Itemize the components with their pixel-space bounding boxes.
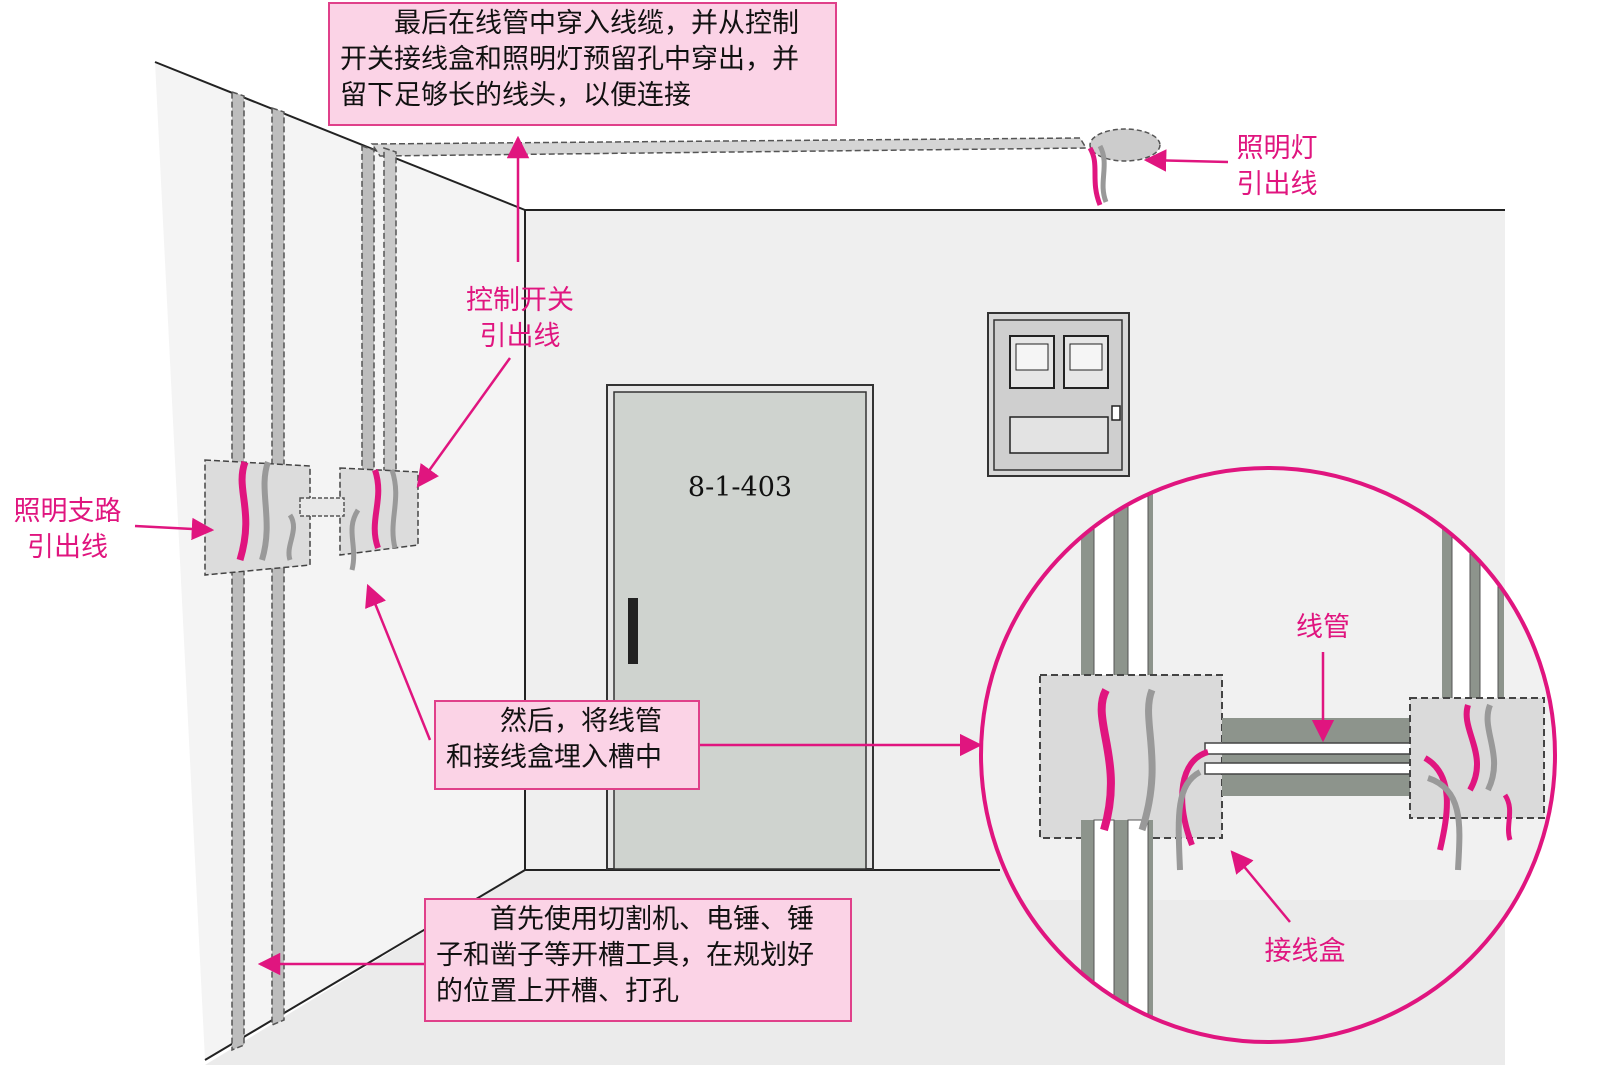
label-conduit: 线管 [1283, 610, 1363, 646]
note-middle-text: 然后，将线管和接线盒埋入槽中 [446, 706, 662, 773]
note-top-text: 最后在线管中穿入线缆，并从控制开关接线盒和照明灯预留孔中穿出，并留下足够长的线头… [340, 8, 799, 111]
distribution-box [987, 312, 1130, 477]
label-switch-lead-line2: 引出线 [479, 321, 561, 352]
label-light-lead-line1: 照明灯 [1236, 133, 1318, 164]
note-middle: 然后，将线管和接线盒埋入槽中 [434, 700, 700, 790]
wall-junction-box-right [339, 467, 419, 571]
label-conduit-text: 线管 [1296, 612, 1350, 643]
label-junction-box-text: 接线盒 [1264, 936, 1346, 967]
label-light-lead: 照明灯 引出线 [1222, 131, 1332, 203]
note-top: 最后在线管中穿入线缆，并从控制开关接线盒和照明灯预留孔中穿出，并留下足够长的线头… [328, 2, 837, 126]
ceiling-conduit [370, 128, 1161, 206]
label-branch-lead: 照明支路 引出线 [0, 494, 135, 566]
label-light-lead-line2: 引出线 [1236, 169, 1318, 200]
label-junction-box: 接线盒 [1250, 934, 1360, 970]
wall-junction-box-left [204, 459, 311, 576]
detail-magnifier [979, 466, 1557, 1044]
door [606, 384, 874, 870]
note-bottom: 首先使用切割机、电锤、锤子和凿子等开槽工具，在规划好的位置上开槽、打孔 [424, 898, 852, 1022]
note-bottom-text: 首先使用切割机、电锤、锤子和凿子等开槽工具，在规划好的位置上开槽、打孔 [436, 904, 814, 1007]
door-number: 8-1-403 [688, 472, 792, 503]
label-branch-lead-line2: 引出线 [27, 532, 108, 563]
label-switch-lead: 控制开关 引出线 [440, 283, 600, 355]
label-branch-lead-line1: 照明支路 [13, 496, 122, 527]
horizontal-conduit-link [299, 497, 345, 517]
pointer-arrows [134, 135, 1335, 976]
label-switch-lead-line1: 控制开关 [466, 285, 574, 316]
